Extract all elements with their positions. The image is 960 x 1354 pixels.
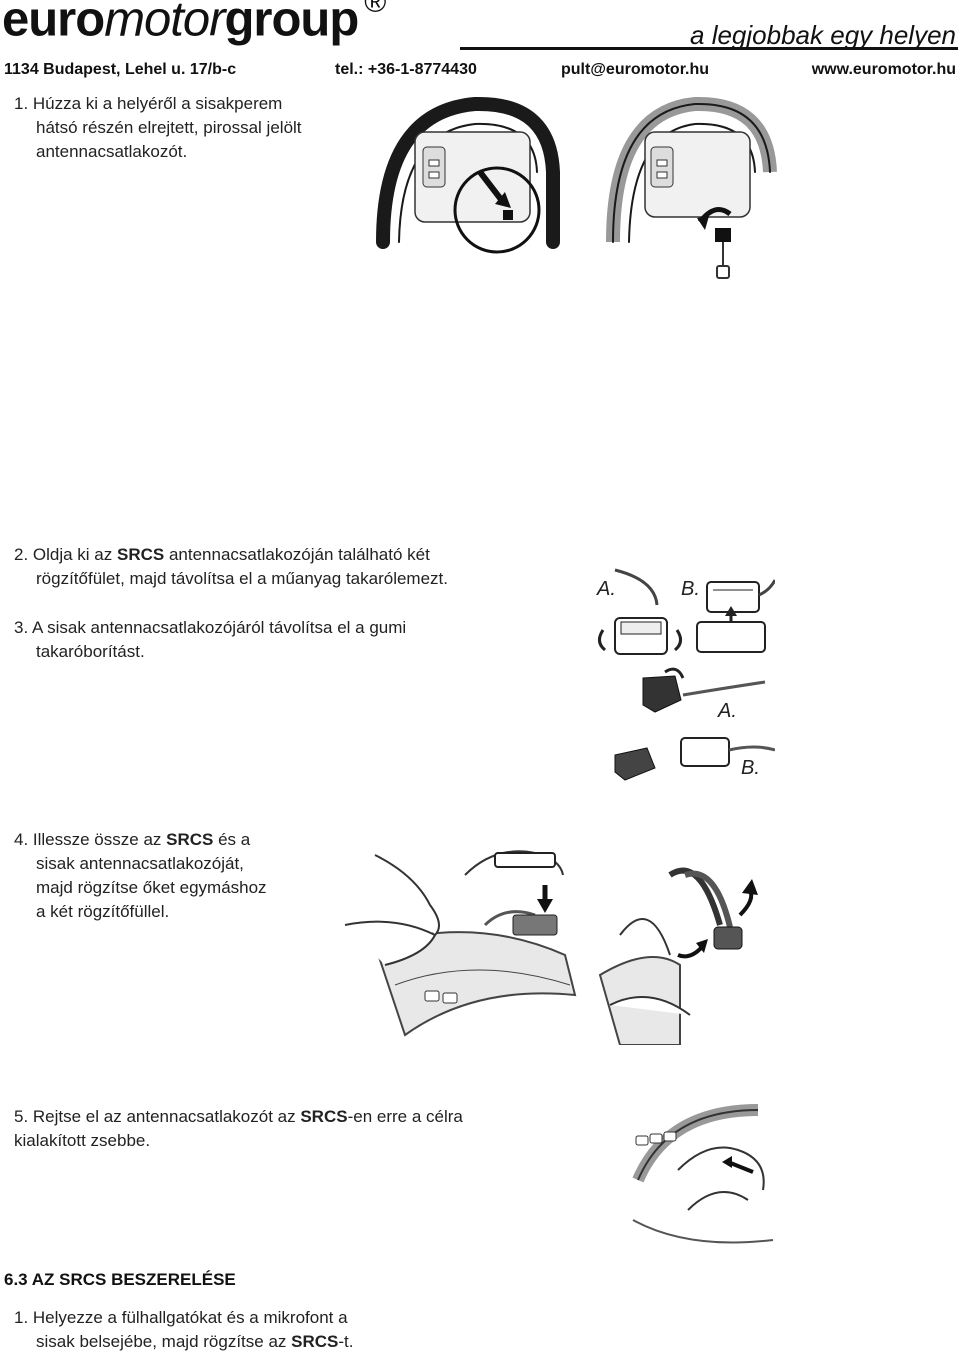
step-1-line-3: antennacsatlakozót. (36, 142, 188, 161)
step-4-line-1: 4. Illessze össze az SRCS és a (14, 828, 267, 852)
brand-logo: euromotorgroup ® (2, 0, 386, 47)
step-2-pre: 2. Oldja ki az (14, 545, 117, 564)
brand-part-1: euro (2, 0, 105, 47)
step-1-line-2: hátsó részén elrejtett, pirossal jelölt (36, 118, 302, 137)
hands-connecting-figure-1 (344, 850, 577, 1037)
section-step-1-line-1: 1. Helyezze a fülhallgatókat és a mikrof… (14, 1308, 348, 1327)
step-1-line-1: 1. Húzza ki a helyéről a sisakperem (14, 94, 283, 113)
email-link[interactable]: pult@euromotor.hu (561, 61, 710, 78)
step-4-bold: SRCS (166, 830, 214, 849)
step-2-line-2: rögzítőfület, majd távolítsa el a műanya… (36, 569, 448, 588)
step-3-line-1: 3. A sisak antennacsatlakozójáról távolí… (14, 618, 407, 637)
label-a-mid: A. (717, 700, 737, 722)
helmet-interior-figure-1 (376, 96, 560, 254)
helmet-interior-figure-2 (606, 96, 777, 279)
step-2-post: antennacsatlakozóján található két (164, 545, 430, 564)
section-heading: 6.3 AZ SRCS BESZERELÉSE (4, 1270, 236, 1289)
step-5-line-1: 5. Rejtse el az antennacsatlakozót az SR… (14, 1105, 463, 1129)
section-line-2-post: -t. (338, 1332, 354, 1351)
step-4-line-2: sisak antennacsatlakozóját, (36, 854, 244, 873)
step-4: 4. Illessze össze az SRCS és a sisak ant… (14, 828, 267, 924)
section-step-1: 1. Helyezze a fülhallgatókat és a mikrof… (14, 1306, 353, 1354)
header-rule (460, 47, 958, 50)
connector-parts-figure: A. B. A. B. (596, 568, 775, 781)
registered-mark: ® (364, 0, 386, 19)
label-b-bottom: B. (741, 757, 760, 779)
section-step-1-line-2: sisak belsejébe, majd rögzítse az SRCS-t… (14, 1330, 353, 1354)
phone: tel.: +36-1-8774430 (335, 61, 477, 78)
step-1: 1. Húzza ki a helyéről a sisakperem háts… (14, 92, 302, 164)
step-5: 5. Rejtse el az antennacsatlakozót az SR… (14, 1105, 463, 1153)
step-5-line-2: kialakított zsebbe. (14, 1131, 151, 1150)
section-line-2-pre: sisak belsejébe, majd rögzítse az (36, 1332, 292, 1351)
step-4-line-3: majd rögzítse őket egymáshoz (36, 878, 267, 897)
step-4-pre: 4. Illessze össze az (14, 830, 167, 849)
website-link[interactable]: www.euromotor.hu (811, 61, 956, 78)
section-line-2-bold: SRCS (291, 1332, 339, 1351)
tagline: a legjobbak egy helyen (690, 20, 956, 50)
brand-part-2: motor (104, 0, 225, 47)
step-2-line-1: 2. Oldja ki az SRCS antennacsatlakozóján… (14, 543, 448, 567)
hide-connector-figure (632, 1104, 774, 1244)
step-3: 3. A sisak antennacsatlakozójáról távolí… (14, 616, 406, 664)
hands-connecting-figure-2 (598, 867, 758, 1045)
address: 1134 Budapest, Lehel u. 17/b-c (4, 61, 237, 78)
step-2-bold: SRCS (117, 545, 165, 564)
step-2: 2. Oldja ki az SRCS antennacsatlakozóján… (14, 543, 448, 591)
label-b-top: B. (681, 578, 700, 600)
step-4-post: és a (213, 830, 251, 849)
label-a-top: A. (596, 578, 616, 600)
step-5-post: -en erre a célra (347, 1107, 463, 1126)
step-5-pre: 5. Rejtse el az antennacsatlakozót az (14, 1107, 301, 1126)
brand-part-3: group (224, 0, 359, 47)
step-3-line-2: takaróborítást. (36, 642, 145, 661)
step-4-line-4: a két rögzítőfüllel. (36, 902, 170, 921)
step-5-bold: SRCS (300, 1107, 348, 1126)
